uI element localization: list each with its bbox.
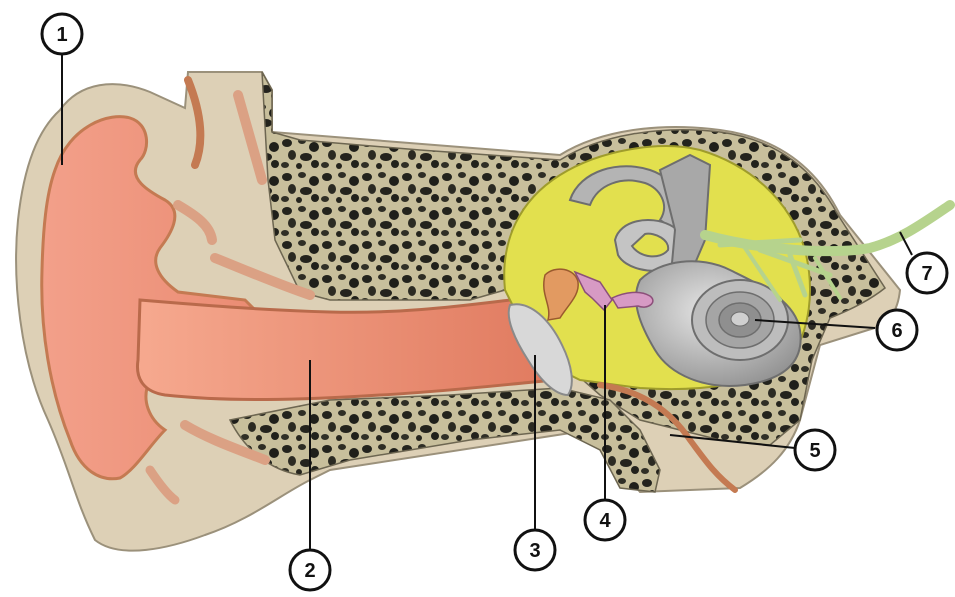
callout-2-label: 2 [304,560,315,582]
ear-canal [137,300,555,400]
callout-5-label: 5 [809,440,820,462]
callout-4: 4 [585,500,625,540]
callout-6-label: 6 [891,320,902,342]
callout-6: 6 [877,310,917,350]
callout-7-label: 7 [921,263,932,285]
callout-3-label: 3 [529,540,540,562]
callout-7: 7 [907,253,947,293]
callout-1: 1 [42,14,82,54]
callout-1-label: 1 [56,24,67,46]
callout-5: 5 [795,430,835,470]
callout-4-label: 4 [599,510,611,532]
callout-2: 2 [290,550,330,590]
stapes [612,292,653,308]
callout-3: 3 [515,530,555,570]
